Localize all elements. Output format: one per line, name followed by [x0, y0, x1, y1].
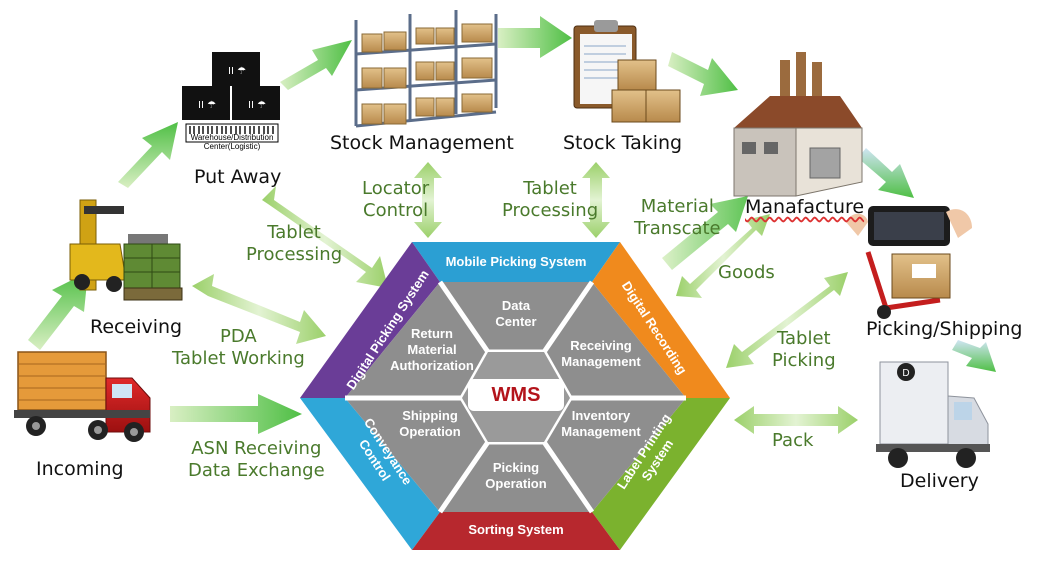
forklift-image	[69, 199, 183, 301]
segment-inventory-management: Inventory Management	[556, 408, 646, 440]
flow-locator-line2: Control	[363, 200, 429, 221]
stocktaking-boxes-image	[611, 59, 681, 123]
segment-picking-line2: Operation	[485, 476, 547, 491]
segment-rma-line1: Return	[411, 326, 453, 341]
band-upper-right-shape	[592, 242, 730, 398]
flow-material-transcate: Material Transcate	[634, 196, 721, 240]
flow-tablet-processing-left: Tablet Processing	[246, 222, 342, 266]
factory-image	[733, 52, 863, 197]
double-arrow-goods	[676, 214, 770, 298]
segment-data-center: Data Center	[478, 298, 554, 330]
putaway-boxes-image: II ☂ II ☂ II ☂	[182, 52, 280, 143]
wms-center-label: WMS	[468, 379, 564, 411]
stock-shelves-image	[354, 10, 498, 128]
svg-text:II ☂: II ☂	[198, 100, 216, 111]
flow-asn-line1: ASN Receiving	[191, 438, 322, 459]
band-top-shape	[412, 242, 620, 282]
segment-rma-line2: Material	[407, 342, 457, 357]
segment-inventory-line2: Management	[561, 424, 641, 439]
box-label: Warehouse/Distribution Center(Logistic)	[186, 133, 278, 151]
segment-receiving-line1: Receiving	[570, 338, 632, 353]
station-incoming: Incoming	[36, 458, 124, 480]
segment-shipping-operation: Shipping Operation	[390, 408, 470, 440]
arrow-wms-to-manufacture	[662, 196, 748, 270]
flow-asn: ASN Receiving Data Exchange	[188, 438, 325, 482]
flow-goods: Goods	[718, 262, 775, 283]
segment-picking-operation: Picking Operation	[478, 460, 554, 492]
flow-tablet-processing-top-line2: Processing	[502, 200, 599, 221]
station-stock-taking: Stock Taking	[563, 132, 683, 154]
flow-material-line1: Material	[640, 196, 714, 217]
station-receiving: Receiving	[90, 316, 183, 338]
handtruck-image	[865, 251, 951, 319]
segment-shipping-line1: Shipping	[402, 408, 458, 423]
segment-receiving-line2: Management	[561, 354, 641, 369]
band-bottom-shape	[412, 512, 620, 550]
arrow-incoming-to-wms	[170, 394, 302, 434]
svg-text:II ☂: II ☂	[248, 100, 266, 111]
flow-tablet-picking-line1: Tablet	[777, 328, 831, 349]
segment-shipping-line2: Operation	[399, 424, 461, 439]
station-put-away: Put Away	[194, 166, 282, 188]
band-bottom-label: Sorting System	[468, 522, 564, 537]
band-lower-right-shape	[592, 398, 730, 550]
segment-data-center-line1: Data	[501, 298, 531, 313]
flow-pda: PDA Tablet Working	[172, 326, 305, 370]
double-arrow-tablet-top	[582, 162, 610, 238]
double-arrow-putaway	[262, 186, 388, 288]
flow-pack: Pack	[772, 430, 814, 451]
flow-tablet-processing-left-line1: Tablet	[267, 222, 321, 243]
band-top-label: Mobile Picking System	[445, 254, 587, 269]
delivery-truck-image: D	[876, 361, 990, 468]
svg-text:D: D	[902, 368, 909, 379]
segment-return-material-authorization: Return Material Authorization	[382, 326, 482, 374]
double-arrow-tablet-picking	[726, 272, 848, 368]
band-upper-left-shape	[300, 242, 440, 398]
box-label-line1: Warehouse/Distribution	[190, 133, 274, 142]
flow-tablet-picking-line2: Picking	[772, 350, 836, 371]
station-stock-management: Stock Management	[330, 132, 514, 154]
flow-material-line2: Transcate	[634, 218, 721, 239]
segment-data-center-line2: Center	[495, 314, 537, 329]
flow-locator-control: Locator Control	[362, 178, 429, 222]
arrow-receiving-to-putaway	[118, 122, 178, 188]
arrow-putaway-to-stock	[280, 40, 352, 90]
arrow-incoming-to-receiving	[28, 272, 88, 350]
arrow-stock-to-stocktaking	[498, 16, 572, 58]
segment-receiving-management: Receiving Management	[558, 338, 644, 370]
station-delivery: Delivery	[900, 470, 979, 492]
band-lower-left-shape	[300, 398, 440, 550]
flow-tablet-processing-top-line1: Tablet	[523, 178, 577, 199]
flow-tablet-picking: Tablet Picking	[772, 328, 836, 372]
arrow-manufacture-to-picking	[858, 148, 914, 198]
flow-pda-line1: PDA	[220, 326, 257, 347]
arrow-stocktaking-to-manufacture	[668, 52, 738, 96]
flow-locator-line1: Locator	[362, 178, 430, 199]
flow-pda-line2: Tablet Working	[172, 348, 305, 369]
double-arrow-pack	[734, 406, 858, 434]
flow-tablet-processing-top: Tablet Processing	[502, 178, 598, 222]
flow-asn-line2: Data Exchange	[188, 460, 325, 481]
svg-text:II ☂: II ☂	[228, 66, 246, 77]
incoming-truck-image	[14, 351, 151, 442]
double-arrow-locator	[414, 162, 442, 238]
tablet-image	[846, 206, 972, 246]
double-arrow-receiving	[192, 274, 326, 344]
segment-rma-line3: Authorization	[390, 358, 474, 373]
flow-tablet-processing-left-line2: Processing	[246, 244, 343, 265]
segment-inventory-line1: Inventory	[571, 408, 631, 423]
segment-picking-line1: Picking	[492, 460, 540, 475]
box-label-line2: Center(Logistic)	[203, 142, 261, 151]
station-picking-shipping: Picking/Shipping	[866, 318, 1023, 340]
arrow-picking-to-delivery	[952, 340, 996, 372]
station-manufacture: Manafacture	[745, 196, 865, 218]
